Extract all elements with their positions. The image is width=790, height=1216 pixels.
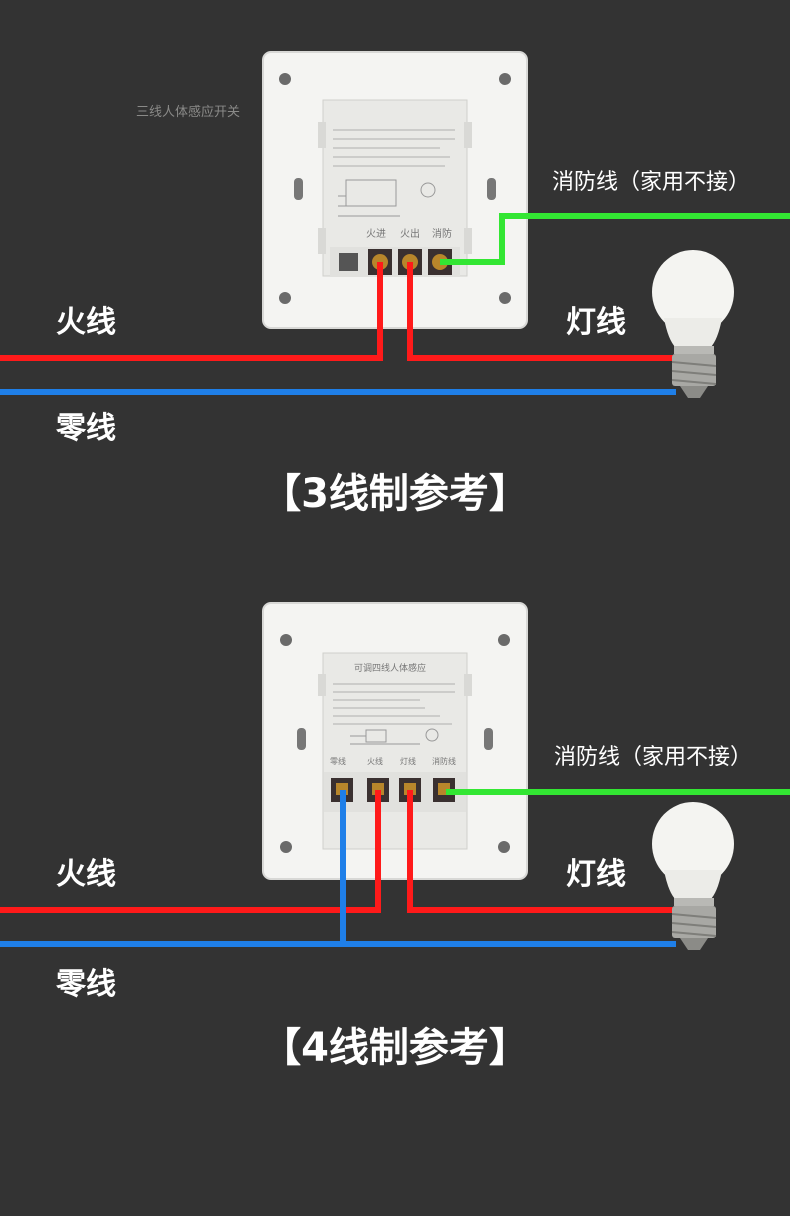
live-wire — [0, 790, 381, 913]
terminal-label-1: 火进 — [366, 229, 386, 240]
module-title: 可调四线人体感应 — [354, 664, 427, 674]
terminal-label-2: 火出 — [400, 229, 420, 240]
live-wire — [0, 262, 383, 361]
label-fire-wire: 消防线（家用不接） — [552, 170, 751, 195]
lamp-wire — [407, 262, 676, 361]
label-lamp-wire: 灯线 — [566, 305, 626, 340]
label-neutral-wire: 零线 — [56, 967, 116, 1002]
bulb-icon — [652, 802, 734, 950]
label-neutral-wire: 零线 — [56, 411, 116, 446]
label-fire-wire: 消防线（家用不接） — [554, 745, 753, 770]
label-live-wire: 火线 — [56, 305, 116, 340]
terminal-label-1: 零线 — [330, 757, 346, 766]
fire-wire — [440, 213, 790, 265]
terminal-label-2: 火线 — [367, 757, 383, 766]
switch-panel-icon — [262, 602, 528, 880]
three-wire-diagram: 三线人体感应开关 火进 火出 消防 消防线（家用不接） 火线 灯线 零线 【3线… — [0, 0, 790, 560]
four-wire-svg — [0, 602, 790, 950]
terminal-label-4: 消防线 — [432, 757, 456, 766]
caption-4-wire: 【4线制参考】 — [261, 1025, 529, 1071]
wires — [0, 213, 790, 395]
three-wire-svg — [0, 51, 790, 398]
module-title: 三线人体感应开关 — [136, 105, 241, 120]
label-live-wire: 火线 — [56, 857, 116, 892]
lamp-wire — [407, 790, 676, 913]
wires — [0, 789, 790, 947]
label-lamp-wire: 灯线 — [566, 857, 626, 892]
caption-3-wire: 【3线制参考】 — [261, 471, 529, 517]
terminal-label-3: 消防 — [432, 229, 452, 240]
bulb-icon — [652, 250, 734, 398]
terminal-label-3: 灯线 — [400, 757, 416, 766]
switch-panel-icon — [262, 51, 528, 329]
four-wire-diagram: 可调四线人体感应 零线 火线 灯线 消防线 消防线（家用不接） 火线 灯线 零线… — [0, 560, 790, 1120]
